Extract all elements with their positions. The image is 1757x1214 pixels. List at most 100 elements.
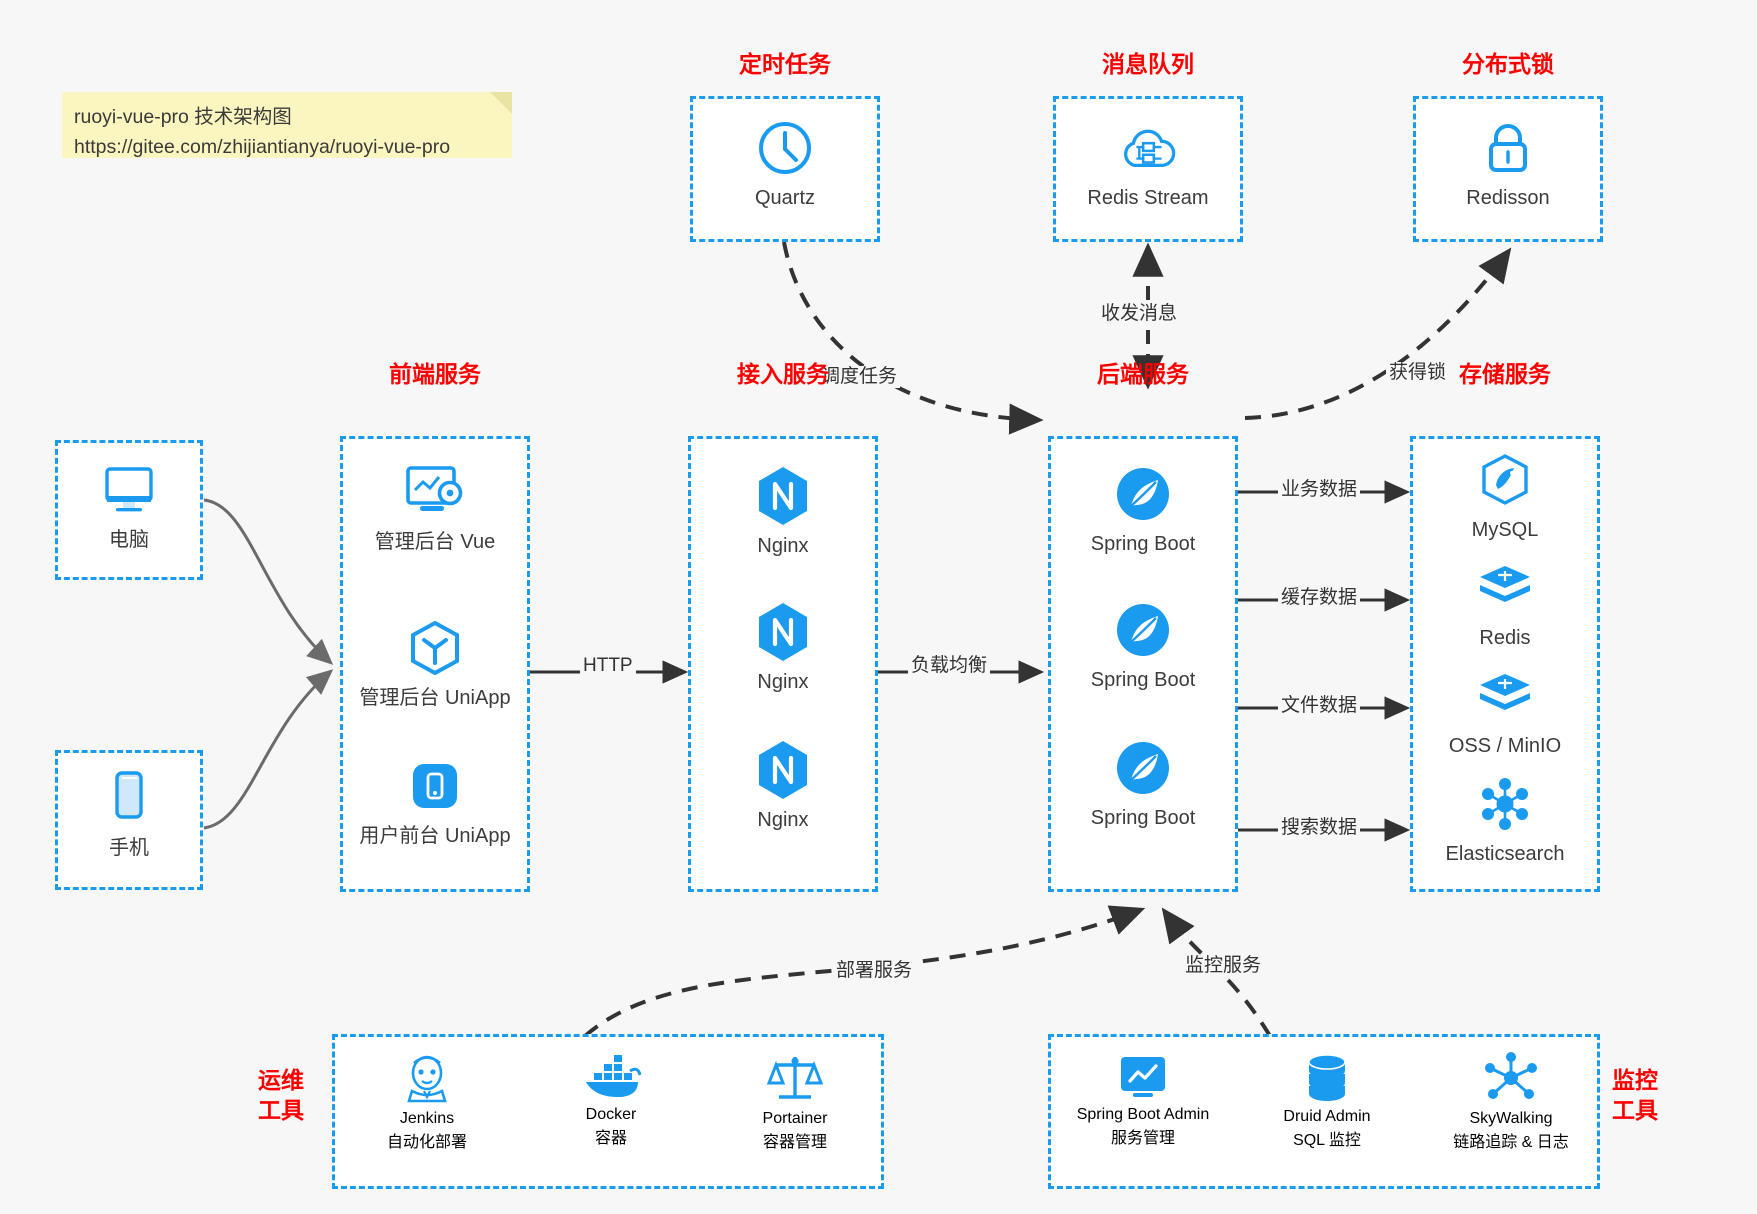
- spring-boot-icon: [1051, 737, 1235, 799]
- group-box-gateway[interactable]: Nginx Nginx Nginx: [688, 436, 878, 892]
- node-label: 管理后台 UniApp: [359, 687, 511, 709]
- node-nginx-2[interactable]: Nginx: [691, 601, 875, 695]
- note-title: ruoyi-vue-pro 技术架构图: [74, 106, 292, 128]
- node-label: SkyWalking: [1469, 1110, 1553, 1127]
- cube-uniapp-icon: [343, 617, 527, 679]
- edge-label-http: HTTP: [580, 655, 636, 677]
- group-title-monitoring: 监控 工具: [1612, 1065, 1692, 1125]
- node-label: Nginx: [757, 535, 809, 557]
- node-sublabel: 服务管理: [1110, 1130, 1175, 1147]
- node-pc[interactable]: 电脑: [58, 459, 200, 553]
- node-label: MySQL: [1471, 519, 1539, 541]
- jenkins-icon: [335, 1051, 519, 1110]
- group-box-message-queue[interactable]: Redis Stream: [1053, 96, 1243, 242]
- group-title-distributed-lock: 分布式锁: [1462, 51, 1554, 77]
- note-url: https://gitee.com/zhijiantianya/ruoyi-vu…: [74, 136, 451, 158]
- node-label: OSS / MinIO: [1448, 735, 1562, 757]
- node-label: Redis: [1479, 627, 1531, 649]
- node-sublabel: 容器: [594, 1130, 627, 1147]
- group-box-storage[interactable]: MySQL Redis OSS / MinIO: [1410, 436, 1600, 892]
- node-redis[interactable]: Redis: [1413, 557, 1597, 651]
- spring-boot-admin-icon: [1051, 1051, 1235, 1106]
- redis-icon: [1413, 557, 1597, 619]
- lock-icon: [1416, 117, 1600, 179]
- group-title-scheduled-task: 定时任务: [739, 51, 831, 77]
- group-box-devops[interactable]: Jenkins 自动化部署 Docker 容器: [332, 1034, 884, 1189]
- spring-boot-icon: [1051, 599, 1235, 661]
- group-box-scheduled-task[interactable]: Quartz: [690, 96, 880, 242]
- group-box-frontend[interactable]: 管理后台 Vue 管理后台 UniApp 用户前台 UniApp: [340, 436, 530, 892]
- node-label: Portainer: [762, 1110, 828, 1127]
- group-title-monitoring-line1: 监控: [1612, 1067, 1658, 1093]
- oss-minio-icon: [1413, 665, 1597, 727]
- edge-label-business-data: 业务数据: [1278, 479, 1361, 501]
- node-admin-vue[interactable]: 管理后台 Vue: [343, 461, 527, 555]
- node-label: Spring Boot Admin: [1076, 1106, 1210, 1123]
- node-label: Quartz: [754, 187, 816, 209]
- node-user-uniapp[interactable]: 用户前台 UniApp: [343, 755, 527, 849]
- group-title-monitoring-line2: 工具: [1612, 1097, 1658, 1123]
- group-title-backend: 后端服务: [1097, 361, 1189, 387]
- edge-label-monitor-service: 监控服务: [1182, 955, 1265, 977]
- nginx-icon: [691, 465, 875, 527]
- group-box-distributed-lock[interactable]: Redisson: [1413, 96, 1603, 242]
- node-mysql[interactable]: MySQL: [1413, 449, 1597, 543]
- edge-label-send-receive-message: 收发消息: [1098, 303, 1181, 325]
- nginx-icon: [691, 601, 875, 663]
- node-mobile[interactable]: 手机: [58, 767, 200, 861]
- node-spring-boot-1[interactable]: Spring Boot: [1051, 463, 1235, 557]
- portainer-icon: [703, 1051, 887, 1110]
- cloud-stream-icon: [1056, 117, 1240, 179]
- node-label: Jenkins: [399, 1110, 455, 1127]
- edge-label-search-data: 搜索数据: [1278, 817, 1361, 839]
- node-oss-minio[interactable]: OSS / MinIO: [1413, 665, 1597, 759]
- node-label: Docker: [585, 1106, 637, 1123]
- group-title-frontend: 前端服务: [389, 361, 481, 387]
- node-spring-boot-admin[interactable]: Spring Boot Admin 服务管理: [1051, 1051, 1235, 1148]
- group-box-monitoring[interactable]: Spring Boot Admin 服务管理 Druid Admin SQL 监…: [1048, 1034, 1600, 1189]
- node-label: Elasticsearch: [1445, 843, 1565, 865]
- node-nginx-3[interactable]: Nginx: [691, 739, 875, 833]
- edge-label-acquire-lock: 获得锁: [1386, 362, 1450, 384]
- node-label: 手机: [109, 837, 149, 859]
- node-label: 管理后台 Vue: [374, 531, 496, 553]
- node-label: Redisson: [1466, 187, 1550, 209]
- phone-icon: [58, 767, 200, 829]
- node-label: Nginx: [757, 671, 809, 693]
- node-spring-boot-2[interactable]: Spring Boot: [1051, 599, 1235, 693]
- desktop-icon: [58, 459, 200, 521]
- node-druid-admin[interactable]: Druid Admin SQL 监控: [1235, 1051, 1419, 1150]
- node-sublabel: SQL 监控: [1293, 1132, 1361, 1149]
- elasticsearch-icon: [1413, 773, 1597, 835]
- node-nginx-1[interactable]: Nginx: [691, 465, 875, 559]
- node-label: Spring Boot: [1090, 533, 1196, 555]
- edge-label-deploy-service: 部署服务: [833, 960, 916, 982]
- node-jenkins[interactable]: Jenkins 自动化部署: [335, 1051, 519, 1152]
- node-docker[interactable]: Docker 容器: [519, 1051, 703, 1148]
- edge-label-cache-data: 缓存数据: [1278, 587, 1361, 609]
- node-label: Spring Boot: [1090, 807, 1196, 829]
- node-quartz[interactable]: Quartz: [693, 117, 877, 211]
- node-label: Nginx: [757, 809, 809, 831]
- mysql-icon: [1413, 449, 1597, 511]
- group-title-message-queue: 消息队列: [1102, 51, 1194, 77]
- node-sublabel: 自动化部署: [386, 1134, 467, 1151]
- device-box-mobile[interactable]: 手机: [55, 750, 203, 890]
- node-redis-stream[interactable]: Redis Stream: [1056, 117, 1240, 211]
- device-box-pc[interactable]: 电脑: [55, 440, 203, 580]
- note-fold-icon: [490, 92, 512, 114]
- group-title-storage: 存储服务: [1459, 361, 1551, 387]
- node-admin-uniapp[interactable]: 管理后台 UniApp: [343, 617, 527, 711]
- node-portainer[interactable]: Portainer 容器管理: [703, 1051, 887, 1152]
- node-spring-boot-3[interactable]: Spring Boot: [1051, 737, 1235, 831]
- node-elasticsearch[interactable]: Elasticsearch: [1413, 773, 1597, 867]
- diagram-note: ruoyi-vue-pro 技术架构图 https://gitee.com/zh…: [62, 92, 512, 158]
- druid-icon: [1235, 1051, 1419, 1108]
- node-redisson[interactable]: Redisson: [1416, 117, 1600, 211]
- node-skywalking[interactable]: SkyWalking 链路追踪 & 日志: [1419, 1051, 1603, 1152]
- docker-icon: [519, 1051, 703, 1106]
- edge-label-file-data: 文件数据: [1278, 695, 1361, 717]
- group-box-backend[interactable]: Spring Boot Spring Boot Spring Boot: [1048, 436, 1238, 892]
- node-label: Spring Boot: [1090, 669, 1196, 691]
